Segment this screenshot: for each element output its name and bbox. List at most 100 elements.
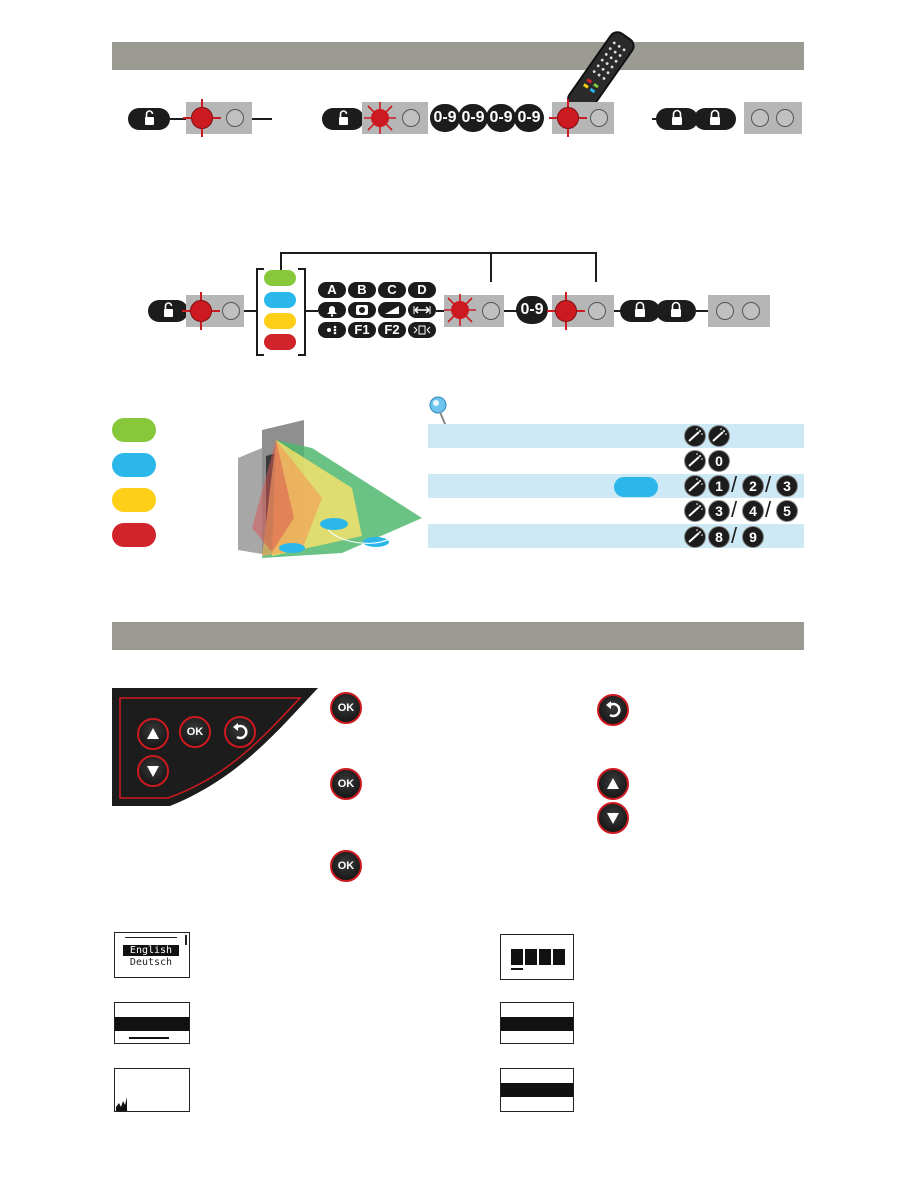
pushpin-icon <box>429 396 451 437</box>
grey-led-off <box>588 302 606 320</box>
dots-icon <box>327 325 337 335</box>
back-button-reference <box>597 694 629 726</box>
key-f1: F1 <box>348 322 376 338</box>
red-led-on <box>555 300 577 322</box>
wand-icon <box>712 428 727 442</box>
blue-chip <box>264 292 296 308</box>
lock-key <box>656 300 696 322</box>
legend-red <box>112 523 156 547</box>
red-led-on <box>190 300 212 322</box>
wand-icon <box>688 453 703 467</box>
section-header-bar-bottom <box>112 622 804 650</box>
unlock-key <box>322 108 364 130</box>
digit-key: 2 <box>742 475 764 497</box>
back-button[interactable] <box>224 716 256 748</box>
digit-key: 3 <box>708 500 730 522</box>
digit-key: 8 <box>708 526 730 548</box>
lcd-selected-language: English <box>123 945 179 956</box>
wand-icon <box>688 478 703 492</box>
arrow-up-icon <box>607 778 619 789</box>
blinking-red-led <box>364 102 396 134</box>
grey-led-off <box>751 109 769 127</box>
lcd-menu-highlight <box>500 1002 574 1044</box>
blinking-red-led <box>444 294 476 326</box>
back-arrow-icon <box>233 723 248 740</box>
ok-button-reference: OK <box>330 768 362 800</box>
digit-key: 1 <box>708 475 730 497</box>
code-key-3: 0-9 <box>486 104 516 132</box>
lcd-menu-highlight <box>500 1068 574 1112</box>
wand-key <box>684 425 706 447</box>
legend-green <box>112 418 156 442</box>
signal-graph-icon <box>116 1097 127 1111</box>
green-chip <box>264 270 296 286</box>
grey-led-off <box>402 109 420 127</box>
key-ramp <box>378 302 406 318</box>
legend-yellow <box>112 488 156 512</box>
section-header-bar-top <box>112 42 804 70</box>
code-key-2: 0-9 <box>458 104 488 132</box>
lcd-graph <box>114 1068 190 1112</box>
grey-led-off <box>590 109 608 127</box>
lock-key <box>694 108 736 130</box>
timer-icon <box>356 305 368 315</box>
lock-icon <box>710 109 720 125</box>
arrow-down-icon <box>607 813 619 824</box>
wand-key <box>684 450 706 472</box>
lock-key <box>656 108 698 130</box>
unlock-icon <box>164 302 173 317</box>
lcd-code-entry <box>500 934 574 980</box>
wand-key <box>684 475 706 497</box>
blue-chip <box>614 477 658 497</box>
key-a: A <box>318 282 346 298</box>
table-row <box>428 424 804 448</box>
legend-blue <box>112 453 156 477</box>
lock-icon <box>672 109 682 125</box>
unlock-key <box>128 108 170 130</box>
grey-led-off <box>742 302 760 320</box>
grey-led-off <box>776 109 794 127</box>
unlock-key <box>148 300 188 322</box>
ok-button-reference: OK <box>330 850 362 882</box>
red-chip <box>264 334 296 350</box>
lock-icon <box>635 301 645 317</box>
key-c: C <box>378 282 406 298</box>
code-key-4: 0-9 <box>514 104 544 132</box>
unlock-icon <box>145 110 154 125</box>
key-bell <box>318 302 346 318</box>
wand-icon <box>688 529 703 543</box>
lcd-language-menu: English Deutsch <box>114 932 190 978</box>
key-width <box>408 302 436 318</box>
lcd-menu-highlight <box>114 1002 190 1044</box>
grey-led-off <box>716 302 734 320</box>
wand-key <box>684 500 706 522</box>
key-b: B <box>348 282 376 298</box>
lock-icon <box>671 301 681 317</box>
arrow-down-icon <box>147 766 159 777</box>
arrow-down-button-reference <box>597 802 629 834</box>
key-dots <box>318 322 346 338</box>
arrow-down-button[interactable] <box>137 755 169 787</box>
code-key: 0-9 <box>516 296 548 324</box>
arrow-up-button[interactable] <box>137 718 169 750</box>
grey-led-off <box>226 109 244 127</box>
code-key-1: 0-9 <box>430 104 460 132</box>
red-led-on <box>557 107 579 129</box>
arrow-up-button-reference <box>597 768 629 800</box>
key-d: D <box>408 282 436 298</box>
ok-button[interactable]: OK <box>179 716 211 748</box>
digit-key: 3 <box>776 475 798 497</box>
wand-icon <box>688 428 703 442</box>
red-led-on <box>191 107 213 129</box>
digit-key: 5 <box>776 500 798 522</box>
digit-key: 4 <box>742 500 764 522</box>
door-arrows-icon <box>413 325 431 335</box>
yellow-chip <box>264 313 296 329</box>
bell-icon <box>327 306 337 317</box>
wand-key <box>684 526 706 548</box>
lock-key <box>620 300 660 322</box>
door-sensor-field-illustration <box>238 420 422 558</box>
table-row <box>428 524 804 548</box>
key-timer <box>348 302 376 318</box>
ramp-icon <box>385 306 399 314</box>
